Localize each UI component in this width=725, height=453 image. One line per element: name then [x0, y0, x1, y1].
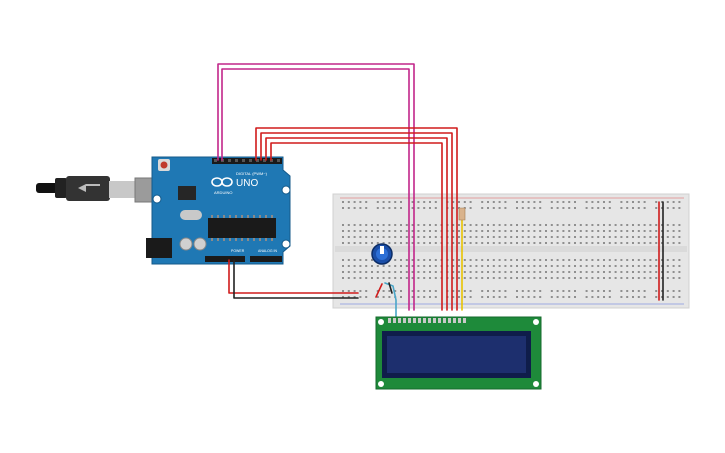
breadboard[interactable] [332, 193, 690, 309]
wires [217, 63, 664, 319]
analog-label: ANALOG IN [258, 249, 278, 253]
wire-black-pot[interactable] [388, 282, 393, 294]
wire-magenta-1[interactable] [217, 63, 415, 311]
wire-red-jumper[interactable] [375, 283, 383, 298]
wire-red-2[interactable] [260, 132, 453, 311]
wire-red-1[interactable] [255, 127, 458, 311]
breadboard-holes [342, 201, 681, 298]
wire-black-gnd[interactable] [233, 259, 359, 299]
wire-magenta-2[interactable] [221, 68, 410, 311]
lcd-pin-header [388, 318, 466, 323]
potentiometer[interactable] [371, 243, 393, 265]
digital-header[interactable] [212, 158, 282, 164]
power-jack[interactable] [146, 238, 172, 258]
analog-header[interactable] [250, 256, 282, 262]
lcd-16x2[interactable] [375, 316, 542, 390]
wire-red-4[interactable] [270, 142, 443, 311]
atmega-chip [208, 218, 276, 238]
arduino-logo-icon [211, 177, 233, 187]
lcd-screen [387, 336, 526, 373]
power-label: POWER [231, 249, 245, 253]
wire-red-3[interactable] [265, 137, 448, 311]
digital-header-label: DIGITAL (PWM~) [236, 171, 268, 176]
power-header[interactable] [205, 256, 245, 262]
arduino-uno-board[interactable]: DIGITAL (PWM~) UNO ARDUINO [146, 156, 291, 265]
wire-red-5v[interactable] [228, 259, 359, 294]
resistor[interactable] [458, 207, 466, 221]
usb-cable[interactable] [36, 176, 168, 203]
arduino-model-label: UNO [236, 178, 258, 189]
arduino-brand-label: ARDUINO [214, 190, 232, 195]
